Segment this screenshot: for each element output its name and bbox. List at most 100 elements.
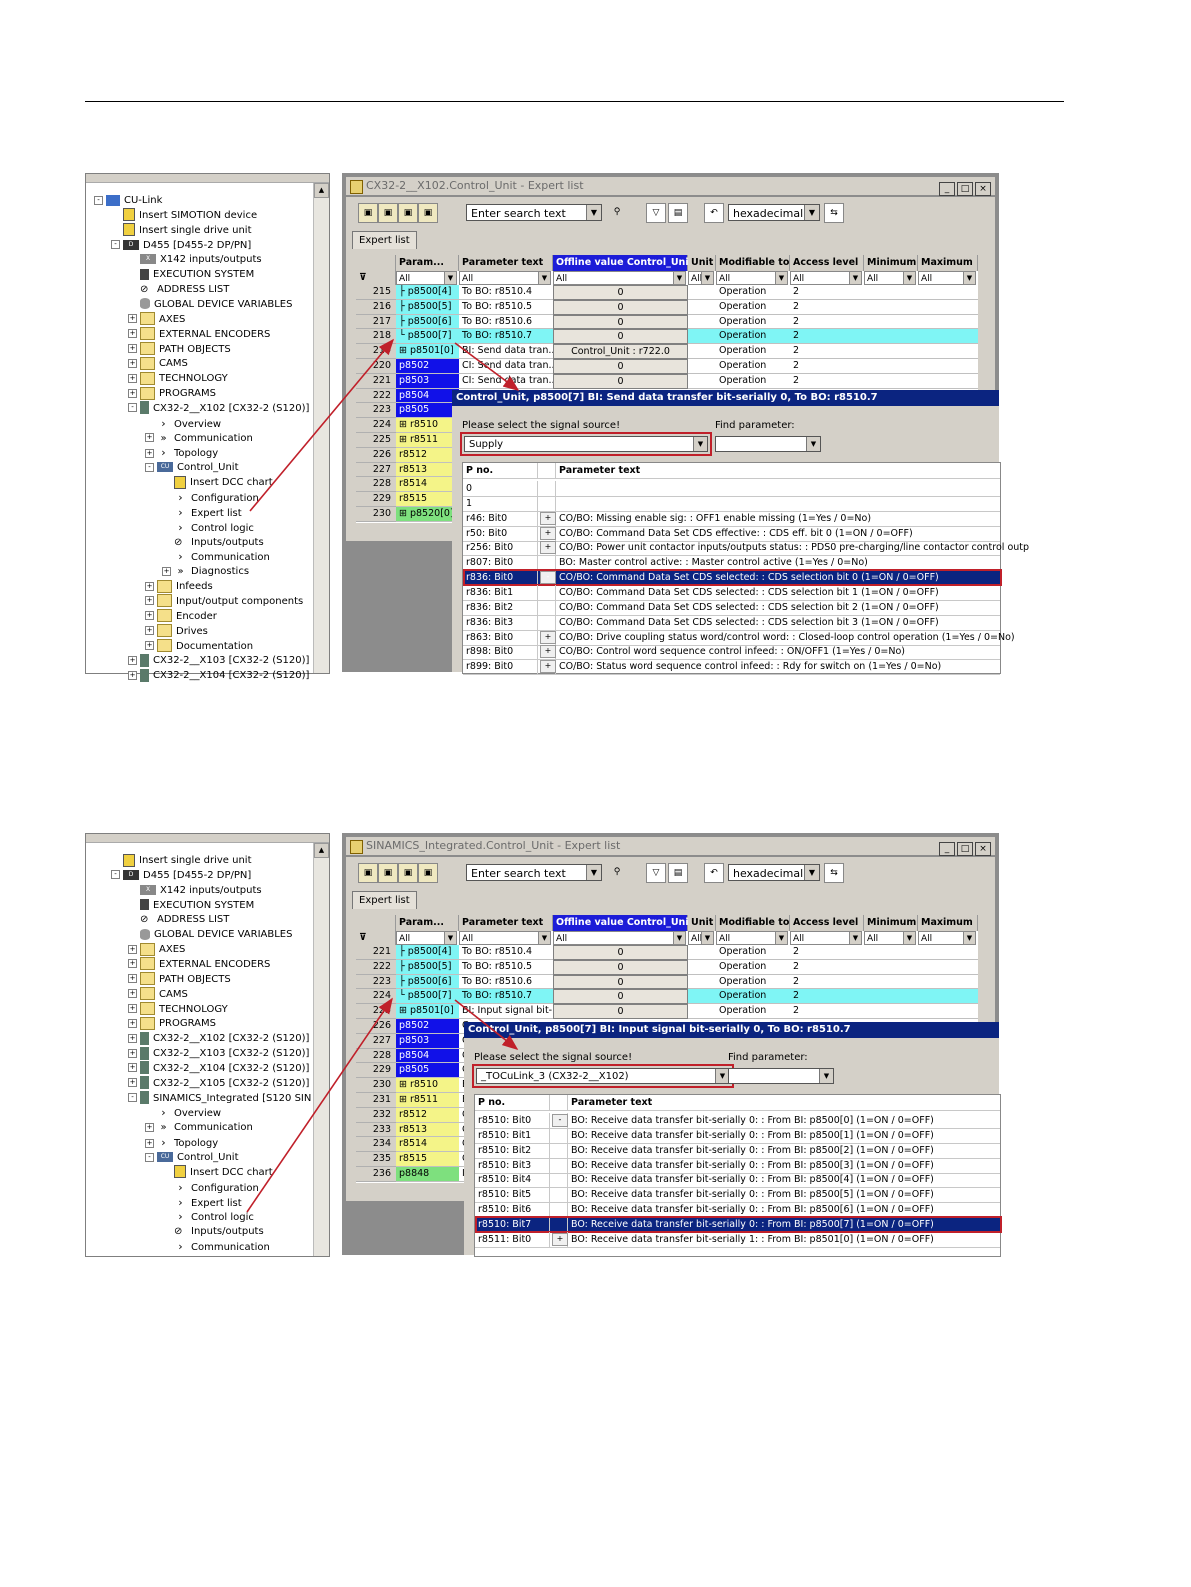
- column-filter[interactable]: All▼: [790, 931, 862, 945]
- search-input[interactable]: Enter search text▼: [466, 864, 602, 881]
- number-format-select[interactable]: hexadecimal▼: [728, 204, 820, 221]
- expand-icon[interactable]: +: [128, 1033, 137, 1043]
- compare-icon[interactable]: ▣: [418, 203, 438, 223]
- parameter-number[interactable]: p8503: [396, 1033, 459, 1049]
- column-header[interactable]: Parameter text: [459, 255, 553, 271]
- tree-item[interactable]: +CX32-2__X104 [CX32-2 (S120)]: [128, 668, 309, 683]
- tree-scrollbar[interactable]: ▲: [313, 183, 329, 673]
- column-header[interactable]: Parameter text: [459, 915, 553, 931]
- tab-expert-list[interactable]: Expert list: [352, 231, 417, 250]
- parameter-number[interactable]: ├ p8500[5]: [396, 299, 459, 315]
- filter-settings-icon[interactable]: ▤: [668, 863, 688, 883]
- new-icon[interactable]: ▣: [358, 863, 378, 883]
- column-filter[interactable]: All▼: [396, 931, 457, 945]
- tree-item[interactable]: +CX32-2__X105 [CX32-2 (S120)]: [128, 1076, 309, 1091]
- tree-item[interactable]: +PROGRAMS: [128, 386, 216, 401]
- tree-item[interactable]: -CU-Link: [94, 193, 162, 208]
- tree-item[interactable]: ›Configuration: [162, 1180, 259, 1195]
- minimize-button[interactable]: _: [939, 842, 955, 856]
- collapse-icon[interactable]: -: [111, 870, 120, 880]
- column-header[interactable]: Offline value Control_Unit: [553, 255, 693, 271]
- expand-icon[interactable]: +: [540, 541, 556, 555]
- compare-icon[interactable]: ▣: [418, 863, 438, 883]
- binoculars-icon[interactable]: ⚲: [608, 863, 626, 881]
- offline-value[interactable]: 0: [553, 959, 688, 975]
- parameter-number[interactable]: p8503: [396, 373, 459, 389]
- column-filter[interactable]: All▼: [688, 271, 714, 285]
- chevron-down-icon[interactable]: ▼: [903, 272, 915, 284]
- undo-icon[interactable]: ↶: [704, 863, 724, 883]
- parameter-number[interactable]: r8512: [396, 1107, 459, 1123]
- chevron-down-icon[interactable]: ▼: [775, 272, 787, 284]
- tree-item[interactable]: ›Communication: [162, 1239, 270, 1254]
- expand-icon[interactable]: +: [128, 314, 137, 324]
- expand-icon[interactable]: +: [128, 344, 137, 353]
- chevron-down-icon[interactable]: ▼: [673, 932, 685, 944]
- chevron-down-icon[interactable]: ▼: [963, 932, 975, 944]
- expand-icon[interactable]: +: [128, 388, 137, 398]
- tree-item[interactable]: +›Topology: [145, 1135, 218, 1150]
- parameter-number[interactable]: r8514: [396, 1137, 459, 1153]
- tree-item[interactable]: +Input/output components: [145, 594, 303, 609]
- tree-item[interactable]: ›Control logic: [162, 1209, 254, 1224]
- expand-icon[interactable]: +: [145, 581, 154, 591]
- expand-icon[interactable]: +: [540, 645, 556, 659]
- new-icon[interactable]: ▣: [358, 203, 378, 223]
- tree-item[interactable]: Insert DCC chart: [162, 475, 273, 490]
- parameter-number[interactable]: ⊞ p8501[0]: [396, 344, 459, 359]
- tree-scrollbar[interactable]: ▲: [313, 843, 329, 1256]
- scroll-up-icon[interactable]: ▲: [314, 183, 329, 198]
- parameter-list-row[interactable]: r8511: Bit0+BO: Receive data transfer bi…: [475, 1231, 1000, 1248]
- expand-icon[interactable]: +: [128, 329, 137, 339]
- chevron-down-icon[interactable]: ▼: [849, 272, 861, 284]
- parameter-number[interactable]: ├ p8500[4]: [396, 285, 459, 300]
- column-filter[interactable]: All▼: [864, 931, 916, 945]
- collapse-icon[interactable]: -: [145, 462, 154, 472]
- parameter-number[interactable]: r8513: [396, 462, 459, 478]
- parameter-number[interactable]: ├ p8500[6]: [396, 314, 459, 330]
- expand-icon[interactable]: +: [145, 641, 154, 650]
- tree-item[interactable]: +TECHNOLOGY: [128, 371, 228, 386]
- column-filter[interactable]: All▼: [459, 271, 551, 285]
- column-header[interactable]: Modifiable to: [716, 255, 790, 271]
- tree-item[interactable]: EXECUTION SYSTEM: [128, 267, 254, 282]
- close-button[interactable]: ×: [975, 842, 991, 856]
- parameter-list-row[interactable]: r863: Bit0+CO/BO: Drive coupling status …: [463, 629, 1015, 646]
- expand-icon[interactable]: +: [145, 433, 154, 443]
- tree-item[interactable]: ⊘Inputs/outputs: [162, 535, 264, 550]
- offline-value[interactable]: Control_Unit : r722.0: [553, 344, 688, 359]
- expand-icon[interactable]: +: [128, 944, 137, 954]
- column-filter[interactable]: All▼: [396, 271, 457, 285]
- chevron-down-icon[interactable]: ▼: [715, 1069, 729, 1083]
- offline-value[interactable]: 0: [553, 373, 688, 389]
- expand-icon[interactable]: +: [128, 670, 137, 680]
- column-header[interactable]: Unit: [688, 255, 716, 271]
- chevron-down-icon[interactable]: ▼: [963, 272, 975, 284]
- offline-value[interactable]: 0: [553, 299, 688, 315]
- tab-expert-list[interactable]: Expert list: [352, 891, 417, 910]
- column-header[interactable]: Minimum: [864, 255, 918, 271]
- column-filter[interactable]: All▼: [459, 931, 551, 945]
- chevron-down-icon[interactable]: ▼: [701, 272, 713, 284]
- expand-icon[interactable]: +: [145, 596, 154, 606]
- tree-item[interactable]: +TECHNOLOGY: [128, 1002, 228, 1017]
- offline-value[interactable]: 0: [553, 359, 688, 374]
- parameter-number[interactable]: p8502: [396, 1019, 459, 1034]
- tree-item[interactable]: ›Communication: [162, 549, 270, 564]
- column-filter[interactable]: All▼: [864, 271, 916, 285]
- expand-icon[interactable]: +: [162, 566, 171, 576]
- column-filter[interactable]: All▼: [790, 271, 862, 285]
- tree-item[interactable]: +»Communication: [145, 1120, 253, 1135]
- parameter-number[interactable]: ├ p8500[4]: [396, 945, 459, 960]
- parameter-number[interactable]: r8512: [396, 447, 459, 463]
- expand-icon[interactable]: +: [145, 448, 154, 458]
- tree-item[interactable]: EXECUTION SYSTEM: [128, 898, 254, 913]
- parameter-number[interactable]: ⊞ r8511: [396, 1093, 459, 1108]
